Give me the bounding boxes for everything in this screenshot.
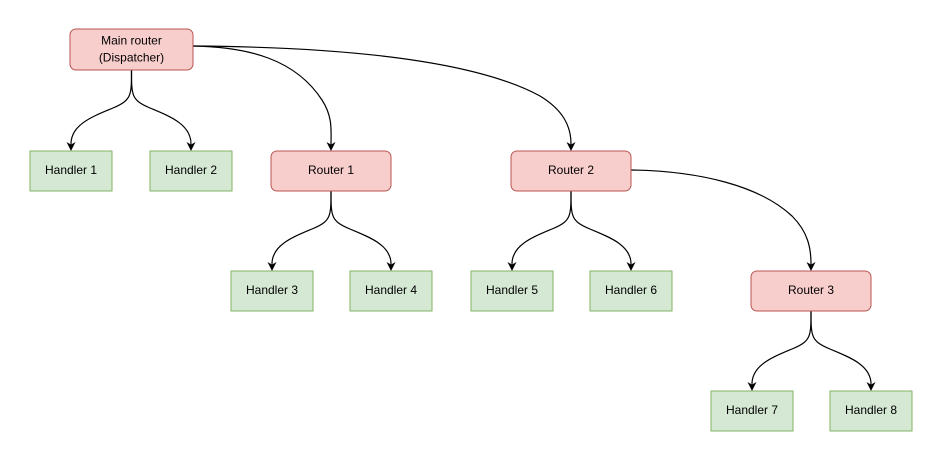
edge-router-2-to-handler-5[interactable] [507, 190, 572, 271]
edge-line [330, 190, 392, 265]
handler-box[interactable] [710, 390, 794, 432]
edge-line [130, 69, 192, 145]
edge-line [192, 45, 332, 145]
node-router-3[interactable]: Router 3 [750, 270, 872, 312]
edge-main-to-router-1[interactable] [192, 45, 336, 151]
edge-router-2-to-handler-6[interactable] [570, 190, 636, 271]
arrowhead-icon [566, 142, 576, 151]
node-handler-4[interactable]: Handler 4 [349, 270, 433, 312]
node-handler-3[interactable]: Handler 3 [230, 270, 314, 312]
edge-main-to-router-2[interactable] [192, 45, 576, 151]
arrowhead-icon [507, 262, 517, 271]
arrowhead-icon [806, 262, 816, 271]
handler-box[interactable] [349, 270, 433, 312]
node-handler-1[interactable]: Handler 1 [29, 150, 113, 192]
node-handler-7[interactable]: Handler 7 [710, 390, 794, 432]
arrowhead-icon [267, 262, 277, 271]
edge-main-to-handler-1[interactable] [66, 69, 133, 151]
router-box[interactable] [270, 150, 392, 192]
arrowhead-icon [626, 262, 636, 271]
edge-router-2-to-router-3[interactable] [630, 169, 816, 271]
arrowhead-icon [386, 262, 396, 271]
edge-line [271, 190, 332, 265]
arrowhead-icon [66, 142, 76, 151]
arrowhead-icon [186, 142, 196, 151]
node-handler-8[interactable]: Handler 8 [829, 390, 913, 432]
edge-router-3-to-handler-7[interactable] [747, 310, 812, 391]
handler-box[interactable] [829, 390, 913, 432]
node-main-router[interactable]: Main router(Dispatcher) [69, 28, 194, 71]
handler-box[interactable] [29, 150, 113, 192]
edge-line [630, 169, 812, 265]
edge-router-3-to-handler-8[interactable] [810, 310, 876, 391]
arrowhead-icon [866, 382, 876, 391]
handler-box[interactable] [149, 150, 233, 192]
node-handler-5[interactable]: Handler 5 [470, 270, 554, 312]
handler-box[interactable] [589, 270, 673, 312]
edge-line [192, 45, 572, 145]
edge-line [751, 310, 812, 385]
edge-line [570, 190, 632, 265]
edge-router-1-to-handler-3[interactable] [267, 190, 332, 271]
edge-line [70, 69, 133, 145]
router-box[interactable] [510, 150, 632, 192]
handler-box[interactable] [470, 270, 554, 312]
arrowhead-icon [326, 142, 336, 151]
node-router-2[interactable]: Router 2 [510, 150, 632, 192]
node-layer: Main router(Dispatcher) Handler 1 Handler … [29, 28, 913, 432]
edge-router-1-to-handler-4[interactable] [330, 190, 396, 271]
edge-line [511, 190, 572, 265]
handler-box[interactable] [230, 270, 314, 312]
node-handler-6[interactable]: Handler 6 [589, 270, 673, 312]
router-box[interactable] [69, 28, 194, 71]
router-box[interactable] [750, 270, 872, 312]
arrowhead-icon [747, 382, 757, 391]
node-router-1[interactable]: Router 1 [270, 150, 392, 192]
edge-main-to-handler-2[interactable] [130, 69, 196, 151]
edge-layer [66, 45, 876, 391]
node-handler-2[interactable]: Handler 2 [149, 150, 233, 192]
edge-line [810, 310, 872, 385]
